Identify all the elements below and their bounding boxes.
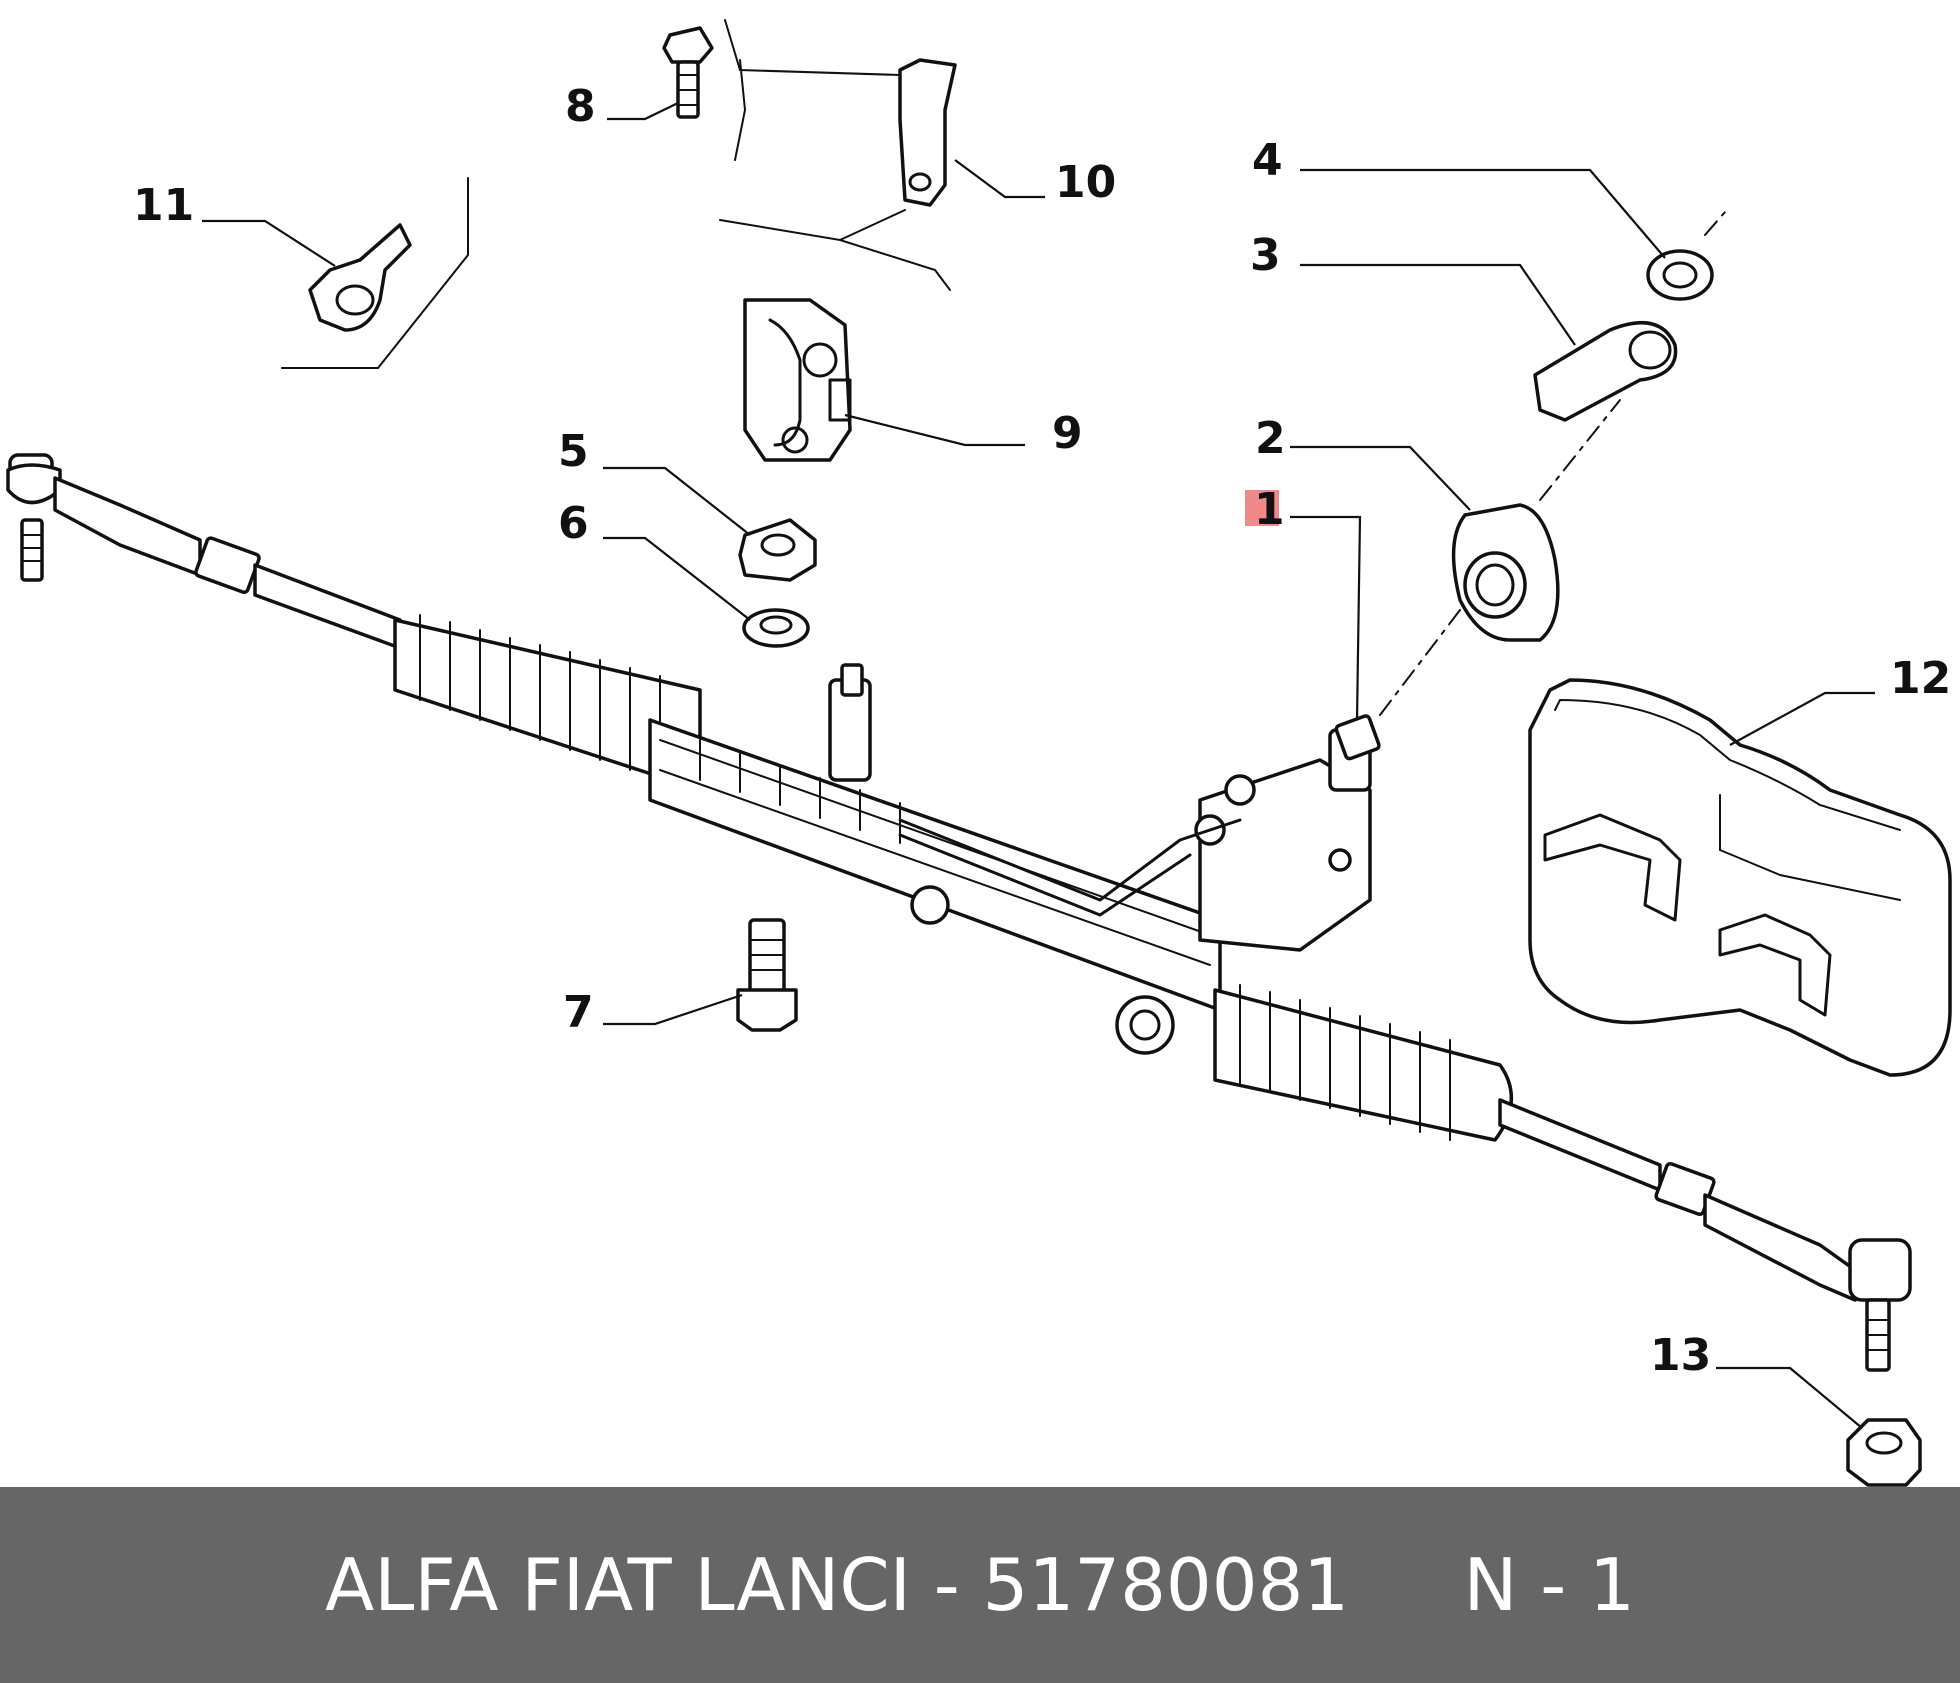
footer-caption: ALFA FIAT LANCI - 51780081 N - 1	[325, 1543, 1635, 1627]
footer-bar: ALFA FIAT LANCI - 51780081 N - 1	[0, 1487, 1960, 1683]
valve-body	[828, 663, 1381, 1055]
part-8-bolt	[662, 26, 714, 119]
part-3-bracket	[1533, 321, 1678, 422]
callout-5: 5	[558, 426, 589, 477]
part-13-nut	[1846, 1418, 1922, 1487]
right-boot	[1213, 984, 1513, 1142]
part-9-bracket	[743, 298, 852, 462]
callout-4: 4	[1252, 135, 1283, 186]
exploded-parts-diagram: 1 2 3 4 5 6 7 8 9 10 11 12 13	[6, 19, 1952, 1487]
rack-housing	[648, 718, 1222, 1012]
callout-11: 11	[133, 180, 194, 231]
part-5-nut	[738, 518, 817, 582]
steering-rack	[6, 453, 1912, 1372]
callout-1-highlight	[1245, 490, 1279, 526]
assembly-axis-line	[1379, 211, 1726, 716]
callout-12: 12	[1890, 653, 1951, 704]
callout-7: 7	[563, 987, 594, 1038]
callout-labels: 1 2 3 4 5 6 7 8 9 10 11 12 13	[133, 81, 1951, 1381]
callout-3: 3	[1250, 230, 1281, 281]
callout-6: 6	[558, 498, 589, 549]
callout-10: 10	[1055, 157, 1116, 208]
leader-lines	[202, 102, 1875, 1429]
part-2-seal	[1451, 503, 1560, 642]
callout-8: 8	[565, 81, 596, 132]
callout-2: 2	[1255, 413, 1286, 464]
callout-13: 13	[1650, 1330, 1711, 1381]
right-tie-rod	[1498, 1098, 1912, 1372]
part-11-clamp	[281, 177, 469, 369]
callout-9: 9	[1052, 408, 1083, 459]
part-10-strap	[719, 19, 957, 291]
part-12-heat-shield	[1528, 678, 1952, 1077]
part-7-bolt	[736, 918, 798, 1032]
part-4-clip	[1646, 249, 1714, 301]
part-6-washer	[742, 608, 810, 648]
left-tie-rod	[6, 453, 402, 650]
callout-1: 1	[1254, 484, 1285, 535]
